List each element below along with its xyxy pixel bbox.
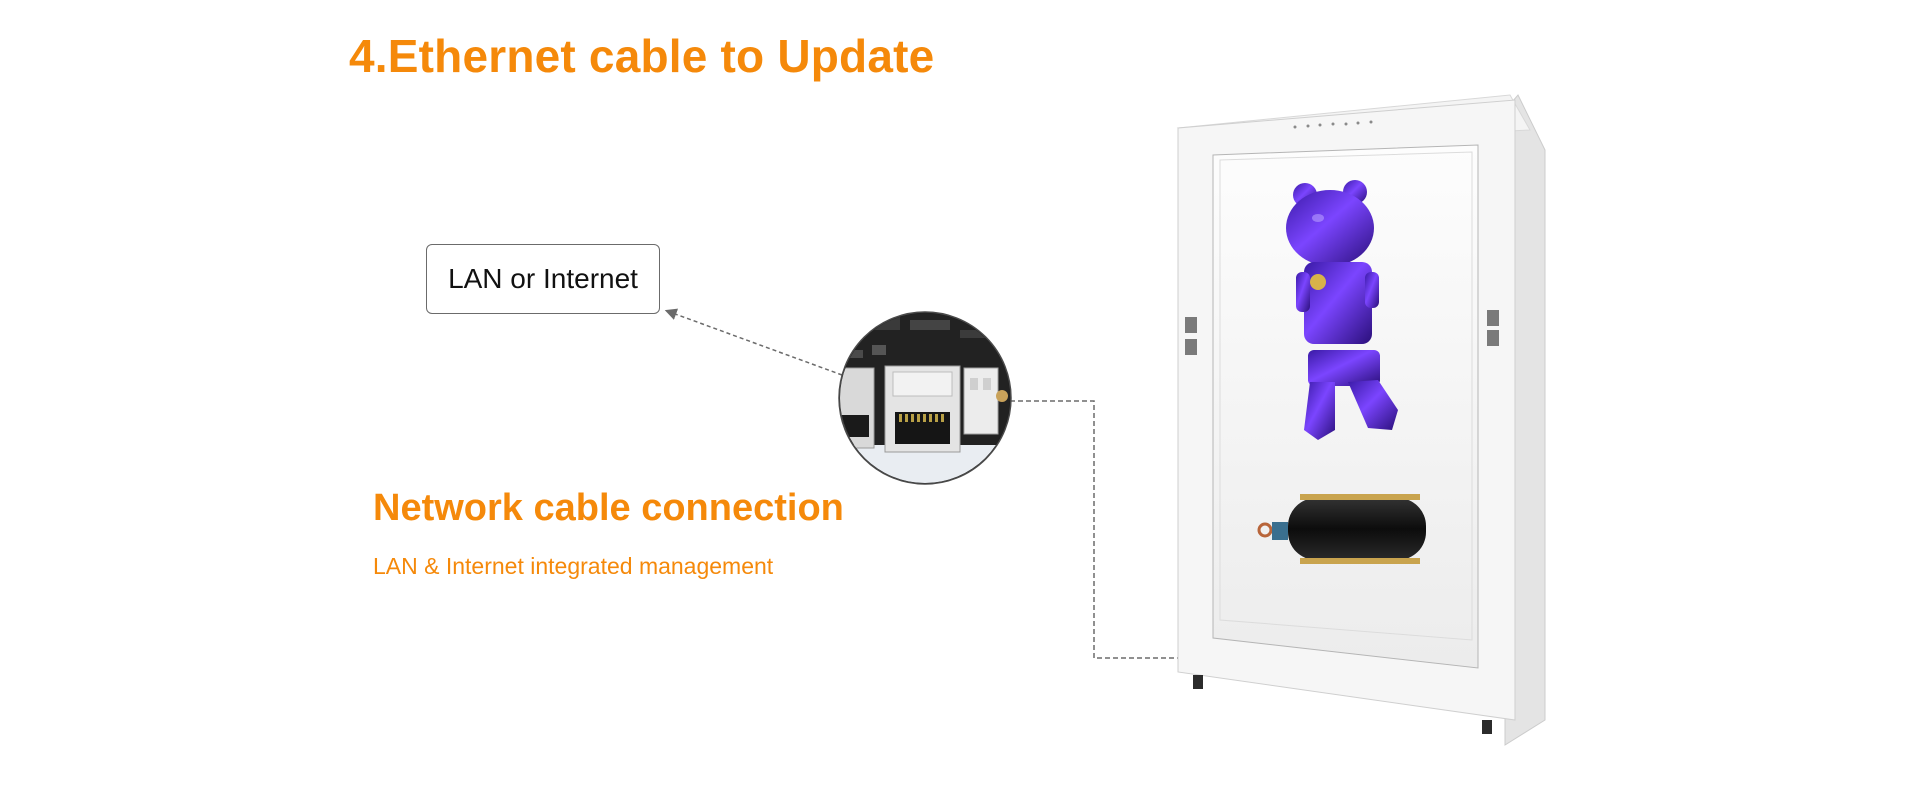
ethernet-port bbox=[884, 365, 961, 453]
bear-figure bbox=[1286, 180, 1398, 440]
cylinder-product bbox=[1257, 494, 1426, 564]
section-description: LAN & Internet integrated management bbox=[373, 553, 774, 579]
page-title: 4.Ethernet cable to Update bbox=[349, 30, 935, 82]
lan-internet-label-box: LAN or Internet bbox=[426, 244, 660, 314]
ethernet-port-closeup bbox=[838, 311, 1012, 485]
section-title: Network cable connection bbox=[373, 487, 844, 529]
connector-cable-line bbox=[1010, 400, 1178, 659]
lan-internet-label: LAN or Internet bbox=[448, 263, 638, 294]
connector-arrow bbox=[664, 308, 843, 376]
